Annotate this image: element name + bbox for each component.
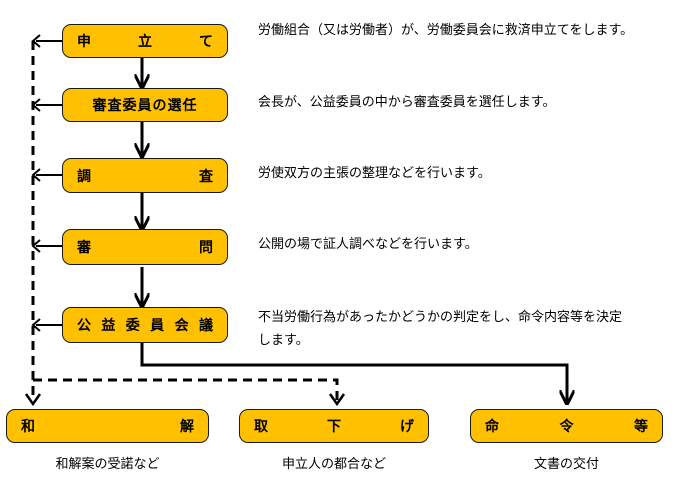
step-box-public-member-council: 公 益 委 員 会 議 — [62, 307, 228, 343]
step-box-hearing: 審 問 — [62, 229, 228, 265]
step-description-investigation: 労使双方の主張の整理などを行います。 — [258, 166, 491, 181]
step-char: 公 — [77, 318, 91, 334]
outcome-char: 解 — [180, 419, 194, 435]
step-box-appoint-examiner: 審査委員の選任 — [62, 88, 228, 122]
step-char: 問 — [199, 240, 213, 256]
step-char: 調 — [77, 168, 91, 185]
step-char: 益 — [101, 318, 116, 334]
outcome-char: げ — [400, 419, 414, 435]
step-description-appoint-examiner: 会長が、公益委員の中から審査委員を選任します。 — [258, 95, 556, 110]
step-char: 会 — [174, 318, 189, 334]
outcome-char: 命 — [485, 419, 499, 435]
outcome-char: 等 — [634, 419, 648, 435]
step-char: 審 — [77, 240, 91, 256]
step-description-hearing: 公開の場で証人調べなどを行います。 — [258, 237, 478, 252]
step-box-application: 申 立 て — [62, 24, 228, 58]
outcome-caption-order: 文書の交付 — [533, 457, 599, 472]
step-char: 員 — [150, 318, 165, 334]
outcome-char: 取 — [254, 419, 268, 435]
step-label: 審査委員の選任 — [92, 98, 198, 114]
outcome-box-order: 命 令 等 — [470, 409, 663, 443]
step-char: 議 — [198, 318, 213, 334]
outcome-caption-withdrawal: 申立人の都合など — [281, 457, 386, 472]
outcome-box-settlement: 和 解 — [6, 409, 209, 443]
dashed-to-withdrawal — [33, 378, 339, 400]
step-char: 申 — [77, 34, 91, 50]
outcome-char: 和 — [21, 419, 35, 435]
step-description-public-member-council: 不当労働行為があったかどうかの判定をし、命令内容等を決定します。 — [258, 310, 623, 348]
outcome-char: 下 — [327, 419, 341, 435]
arrow-to-order — [140, 342, 567, 402]
step-char: 委 — [125, 318, 140, 334]
step-description-application: 労働組合（又は労働者）が、労働委員会に救済申立てをします。 — [258, 23, 634, 38]
outcome-char: 令 — [559, 419, 574, 435]
step-box-investigation: 調 査 — [62, 158, 228, 193]
step-char: 査 — [199, 168, 213, 185]
outcome-box-withdrawal: 取 下 げ — [239, 409, 429, 443]
outcome-caption-settlement: 和解案の受諾など — [55, 457, 160, 472]
step-char: て — [199, 34, 213, 50]
step-char: 立 — [138, 34, 152, 50]
